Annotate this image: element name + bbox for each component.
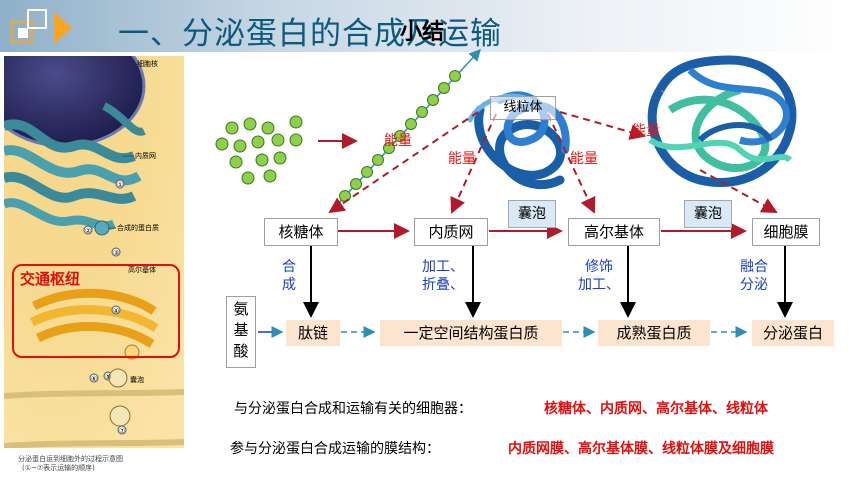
mitochondrion-box: 线粒体 (490, 96, 556, 120)
summary-organelles-label: 与分泌蛋白合成和运输有关的细胞器： (234, 401, 472, 417)
step-2: ② (85, 227, 91, 235)
process-er-line1: 加工、 (422, 259, 464, 275)
process-synthesis-line2: 成 (282, 277, 296, 293)
process-membrane-line2: 分泌 (740, 277, 768, 293)
page-title: 一、分泌蛋白的合成及运输 (118, 16, 502, 52)
process-er: 加工、 折叠、 (422, 258, 464, 294)
summary-label: 小结 (400, 20, 445, 45)
step-5: ⑤ (105, 373, 111, 381)
product-peptide: 肽链 (286, 320, 340, 346)
energy-label-4: 能量 (632, 123, 660, 139)
cell-illustration: 细胞核 内质网 合成的蛋白质 高尔基体 囊泡 ① ② ③ ④ ⑤ ⑥ ⑦ (0, 24, 185, 480)
amino-acid-cluster (215, 115, 303, 185)
transport-hub-highlight (12, 264, 180, 358)
vesicle-label-2: 囊泡 (684, 200, 732, 228)
amino-acid-box: 氨 基 酸 (226, 296, 256, 368)
product-mature-protein: 成熟蛋白质 (598, 320, 710, 346)
energy-label-1: 能量 (384, 133, 412, 149)
process-er-line2: 折叠、 (422, 277, 464, 293)
amino-acid-char2: 基 (233, 321, 249, 339)
transport-hub-label: 交通枢纽 (20, 270, 81, 288)
process-synthesis-line1: 合 (282, 259, 296, 275)
logo-icon (11, 9, 72, 44)
step-1: ① (117, 181, 123, 189)
amino-acid-char1: 氨 (233, 300, 249, 318)
header-band (0, 0, 860, 52)
header-bar: 一、分泌蛋白的合成及运输 小结 (0, 0, 860, 52)
label-synth-protein: 合成的蛋白质 (117, 223, 159, 232)
organelle-ribosome: 核糖体 (264, 218, 338, 246)
label-nucleus: 细胞核 (137, 59, 158, 68)
product-secretory-protein: 分泌蛋白 (752, 320, 834, 346)
step-6: ⑥ (91, 375, 97, 383)
label-er: 内质网 (135, 151, 156, 160)
step-3: ③ (113, 249, 119, 257)
cell-diagram: 细胞核 内质网 合成的蛋白质 高尔基体 囊泡 ① ② ③ ④ ⑤ ⑥ ⑦ (0, 24, 185, 480)
process-golgi-line1: 修饰 (585, 259, 613, 275)
step-7: ⑦ (119, 427, 125, 435)
process-golgi-line2: 加工、 (578, 277, 620, 293)
label-vesicle: 囊泡 (130, 375, 144, 384)
energy-label-2: 能量 (448, 151, 476, 167)
amino-acid-char3: 酸 (233, 342, 249, 360)
organelle-golgi: 高尔基体 (568, 218, 660, 246)
summary-organelles-answer: 核糖体、内质网、高尔基体、线粒体 (544, 401, 768, 417)
energy-label-3: 能量 (570, 151, 598, 167)
organelle-membrane: 细胞膜 (752, 218, 820, 246)
process-membrane: 融合 分泌 (740, 258, 768, 294)
figure-caption-line1: 分泌蛋白运到细胞外的过程示意图 (18, 455, 123, 463)
label-golgi: 高尔基体 (128, 265, 156, 274)
vesicle-label-1: 囊泡 (508, 200, 556, 228)
summary-membranes-label: 参与分泌蛋白合成运输的膜结构： (230, 441, 440, 457)
organelle-er: 内质网 (414, 218, 488, 246)
process-membrane-line1: 融合 (740, 259, 768, 275)
process-golgi: 修饰 加工、 (578, 258, 620, 294)
figure-caption-line2: (①~⑦表示运输的顺序) (22, 464, 95, 472)
product-spatial-protein: 一定空间结构蛋白质 (380, 320, 562, 346)
step-4: ④ (113, 307, 119, 315)
summary-membranes-answer: 内质网膜、高尔基体膜、线粒体膜及细胞膜 (508, 441, 774, 457)
process-synthesis: 合 成 (282, 258, 296, 294)
mature-protein-icon (647, 55, 797, 188)
